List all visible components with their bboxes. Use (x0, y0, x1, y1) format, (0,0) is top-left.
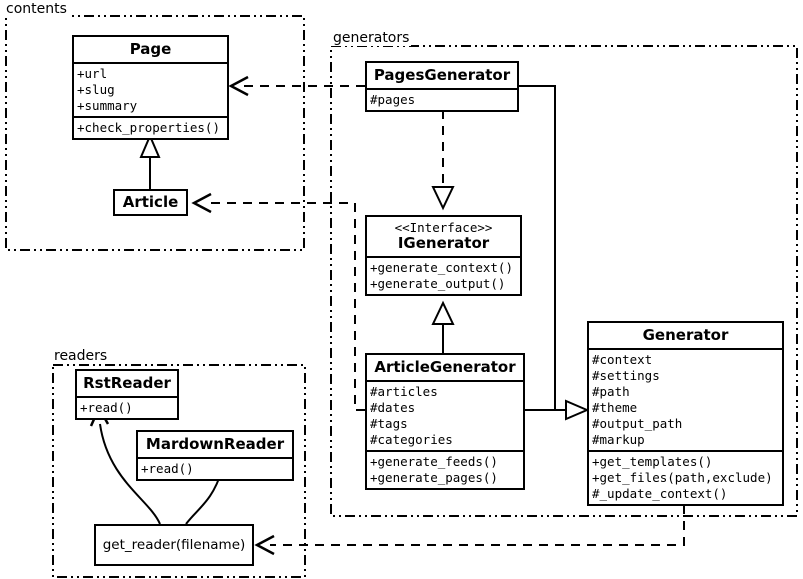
class-stereotype-igenerator: <<Interface>> (394, 220, 493, 235)
class-attributes-generator: #context #settings #path #theme #output_… (589, 348, 782, 450)
attribute: #output_path (592, 416, 683, 431)
attribute: #path (592, 384, 630, 399)
class-box-article[interactable]: Article (113, 189, 188, 216)
method: +generate_feeds() (370, 454, 498, 469)
generalization-arrowhead-generator (565, 399, 590, 421)
class-methods-mardownreader: +read() (138, 457, 292, 479)
class-methods-generator: +get_templates() +get_files(path,exclude… (589, 450, 782, 504)
dependency-arrowhead-page (228, 75, 249, 97)
class-attributes-page: +url +slug +summary (74, 62, 227, 116)
class-box-generator[interactable]: Generator #context #settings #path #them… (587, 321, 784, 506)
method: +generate_context() (370, 260, 513, 275)
class-title-generator: Generator (642, 326, 729, 344)
class-box-page[interactable]: Page +url +slug +summary +check_properti… (72, 35, 229, 140)
attribute: +summary (77, 98, 138, 113)
attribute: +url (77, 66, 108, 81)
method: +check_properties() (77, 120, 220, 135)
edge-articlegenerator-to-article (209, 202, 365, 411)
method: #_update_context() (592, 486, 728, 501)
class-methods-igenerator: +generate_context() +generate_output() (367, 256, 520, 294)
attribute: #dates (370, 400, 416, 415)
method: +generate_pages() (370, 470, 498, 485)
class-attributes-articlegenerator: #articles #dates #tags #categories (367, 380, 523, 450)
class-box-pagesgenerator[interactable]: PagesGenerator #pages (365, 61, 519, 112)
dependency-arrowhead-article (191, 192, 212, 214)
method: +read() (80, 400, 133, 415)
method: +get_files(path,exclude) (592, 470, 773, 485)
attribute: #pages (370, 92, 416, 107)
attribute: +slug (77, 82, 115, 97)
class-methods-rstreader: +read() (77, 396, 177, 418)
method: +generate_output() (370, 276, 506, 291)
class-methods-page: +check_properties() (74, 116, 227, 138)
attribute: #theme (592, 400, 638, 415)
attribute: #categories (370, 432, 453, 447)
attribute: #settings (592, 368, 660, 383)
function-label-get-reader: get_reader(filename) (102, 537, 246, 553)
attribute: #tags (370, 416, 408, 431)
class-box-rstreader[interactable]: RstReader +read() (75, 369, 179, 420)
package-label-readers: readers (52, 348, 110, 364)
method: +get_templates() (592, 454, 713, 469)
class-attributes-pagesgenerator: #pages (367, 88, 517, 110)
method: +read() (141, 461, 194, 476)
class-box-mardownreader[interactable]: MardownReader +read() (136, 430, 294, 481)
class-header-igenerator: <<Interface>> IGenerator (367, 217, 520, 256)
edge-generator-to-getreader (270, 505, 685, 546)
attribute: #context (592, 352, 653, 367)
class-title-igenerator: IGenerator (397, 234, 490, 252)
class-box-igenerator[interactable]: <<Interface>> IGenerator +generate_conte… (365, 215, 522, 296)
class-title-articlegenerator: ArticleGenerator (374, 358, 516, 376)
class-title-mardownreader: MardownReader (145, 435, 285, 453)
class-title-article: Article (122, 193, 179, 211)
class-title-page: Page (129, 40, 172, 58)
attribute: #articles (370, 384, 438, 399)
realization-arrowhead-igenerator (431, 186, 455, 211)
package-label-contents: contents (4, 1, 69, 17)
class-title-rstreader: RstReader (83, 374, 171, 392)
class-methods-articlegenerator: +generate_feeds() +generate_pages() (367, 450, 523, 488)
class-title-pagesgenerator: PagesGenerator (373, 66, 511, 84)
function-box-get-reader[interactable]: get_reader(filename) (94, 524, 254, 566)
package-label-generators: generators (331, 30, 412, 46)
class-box-articlegenerator[interactable]: ArticleGenerator #articles #dates #tags … (365, 353, 525, 490)
generalization-arrowhead-igenerator-2 (431, 300, 455, 325)
dependency-arrowhead-getreader (254, 534, 275, 556)
attribute: #markup (592, 432, 645, 447)
